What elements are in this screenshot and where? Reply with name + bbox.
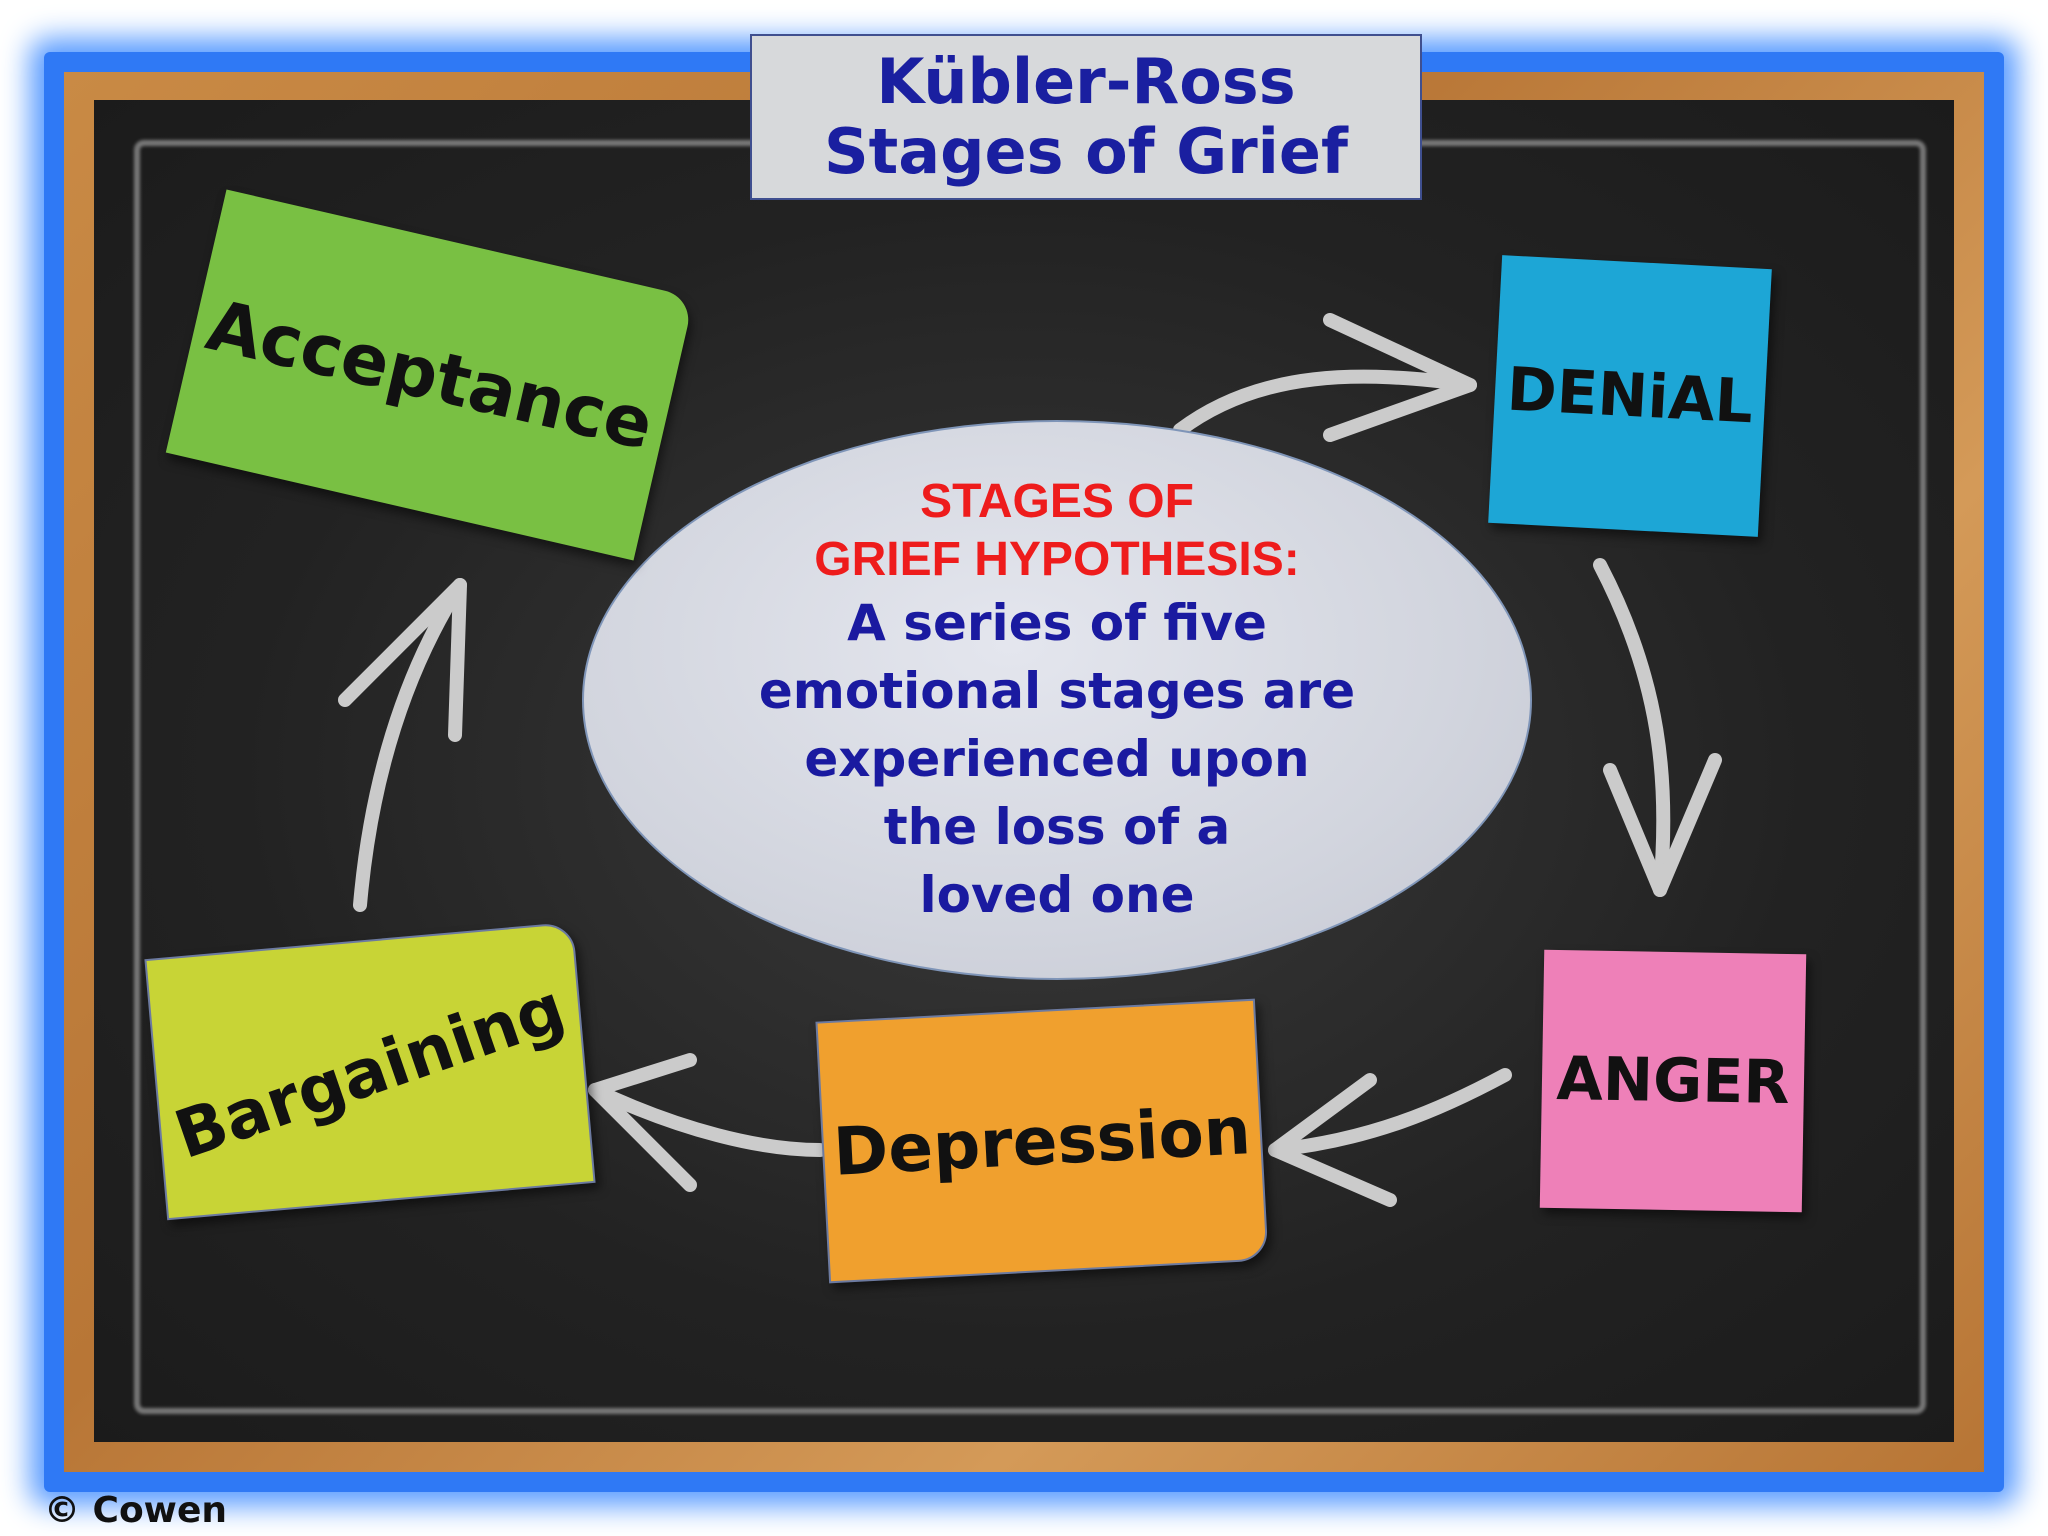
copyright-text: © Cowen xyxy=(44,1490,227,1531)
center-ellipse: STAGES OF GRIEF HYPOTHESIS: A series of … xyxy=(582,420,1532,980)
title-box: Kübler-Ross Stages of Grief xyxy=(750,34,1422,200)
arrowhead-denial-to-anger xyxy=(1603,753,1722,897)
center-body-line-5: loved one xyxy=(919,866,1195,924)
sticky-note-bargaining: Bargaining xyxy=(144,921,596,1221)
label-depression: Depression xyxy=(831,1091,1253,1191)
center-header-line-2: GRIEF HYPOTHESIS: xyxy=(814,533,1300,586)
arrow-anger-to-depression xyxy=(1268,1068,1512,1157)
title-line-1: Kübler-Ross xyxy=(876,45,1296,118)
arrow-denial-to-anger xyxy=(1593,558,1671,897)
arrowhead-acceptance-to-denial xyxy=(1323,313,1477,442)
center-header-line-1: STAGES OF xyxy=(920,475,1194,528)
arrow-acceptance-to-denial xyxy=(1173,369,1477,437)
sticky-note-anger: ANGER xyxy=(1539,949,1807,1213)
center-body-line-2: emotional stages are xyxy=(758,662,1356,720)
label-anger: ANGER xyxy=(1555,1043,1791,1119)
center-body-line-4: the loss of a xyxy=(883,798,1231,856)
title-line-2: Stages of Grief xyxy=(824,115,1348,188)
arrow-depression-to-bargaining xyxy=(588,1083,827,1157)
arrow-bargaining-to-acceptance xyxy=(353,578,467,912)
label-acceptance: Acceptance xyxy=(199,283,661,467)
label-bargaining: Bargaining xyxy=(165,968,575,1174)
center-body-line-1: A series of five xyxy=(847,594,1267,652)
sticky-note-denial: DENiAL xyxy=(1488,255,1772,537)
sticky-note-depression: Depression xyxy=(815,998,1269,1284)
label-denial: DENiAL xyxy=(1505,354,1755,438)
center-body-line-3: experienced upon xyxy=(804,730,1310,788)
arrowhead-anger-to-depression xyxy=(1268,1073,1397,1207)
arrowhead-depression-to-bargaining xyxy=(588,1053,697,1192)
arrowhead-bargaining-to-acceptance xyxy=(338,578,467,742)
